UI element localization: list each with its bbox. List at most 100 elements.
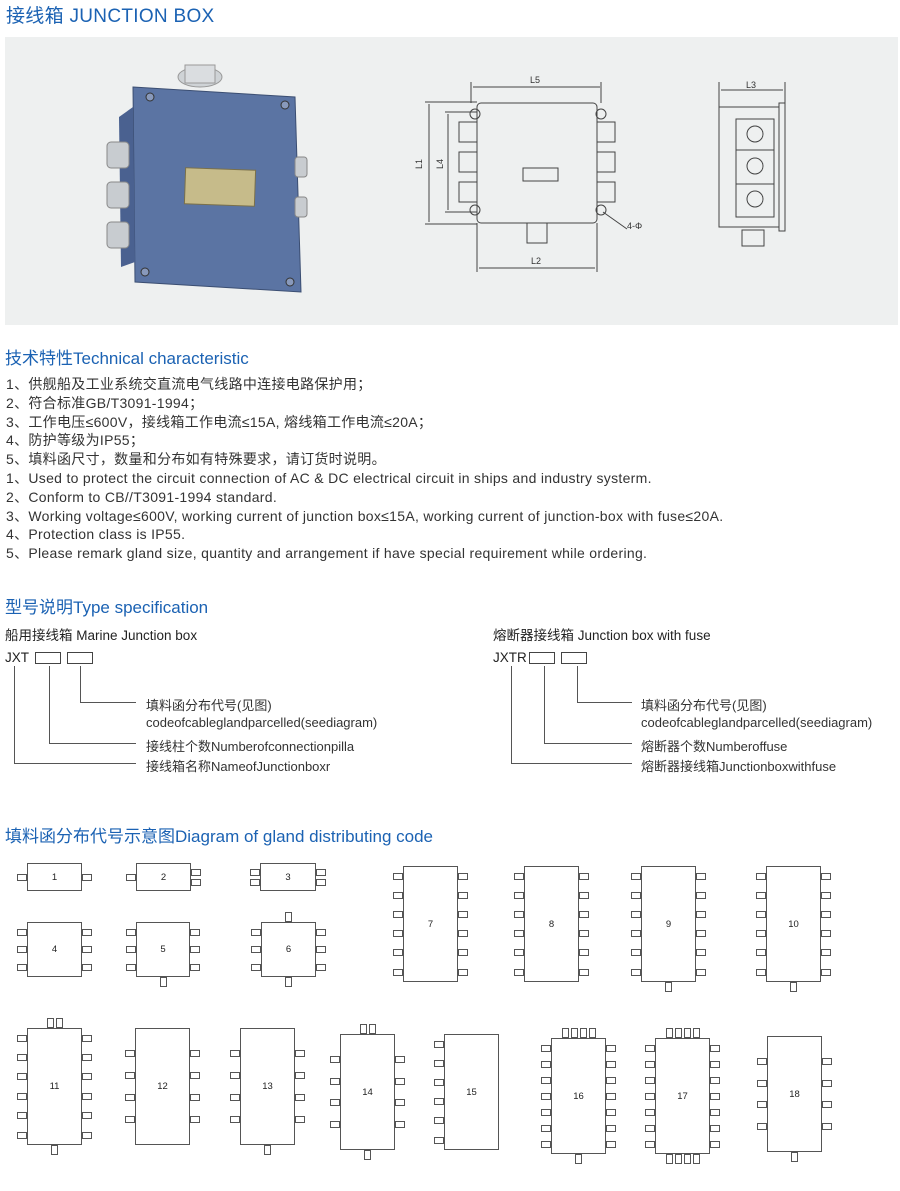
- marine-legend-gland-code-cn: 填料函分布代号(见图): [146, 698, 272, 713]
- gland-left: [757, 1101, 767, 1109]
- gland-right: [606, 1092, 616, 1100]
- gland-right: [316, 868, 326, 876]
- gland-bottom: [364, 1150, 371, 1160]
- fuse-title: 熔断器接线箱 Junction box with fuse: [493, 628, 711, 643]
- gland-top: [55, 1018, 63, 1028]
- dim-holes: 4-Φ: [627, 221, 642, 231]
- gland-diagram-heading: 填料函分布代号示意图Diagram of gland distributing …: [5, 827, 433, 846]
- dim-l2: L2: [531, 256, 541, 266]
- gland-right: [579, 968, 589, 976]
- gland-left: [756, 949, 766, 957]
- gland-right: [821, 930, 831, 938]
- gland-top: [570, 1028, 578, 1038]
- gland-left: [631, 891, 641, 899]
- gland-right: [606, 1044, 616, 1052]
- gland-right: [82, 1112, 92, 1120]
- product-panel: L5 L1 L4 L2 4-Φ L3: [5, 37, 898, 325]
- gland-right: [579, 949, 589, 957]
- gland-left: [645, 1060, 655, 1068]
- tech-line: 4、防护等级为IP55；: [6, 432, 145, 449]
- gland-bottom: [674, 1154, 682, 1164]
- gland-right: [82, 1034, 92, 1042]
- tech-line: 3、工作电压≤600V，接线箱工作电流≤15A, 熔线箱工作电流≤20A；: [6, 413, 433, 430]
- gland-left: [541, 1140, 551, 1148]
- gland-right: [696, 872, 706, 880]
- page-title: 接线箱 JUNCTION BOX: [6, 6, 215, 27]
- gland-top: [359, 1024, 367, 1034]
- tech-line: 3、Working voltage≤600V, working current …: [6, 507, 724, 524]
- gland-right: [82, 963, 92, 971]
- gland-right: [458, 949, 468, 957]
- gland-code-label: 9: [665, 918, 672, 930]
- gland-left: [631, 910, 641, 918]
- gland-right: [696, 930, 706, 938]
- tech-line: 4、Protection class is IP55.: [6, 526, 186, 543]
- gland-right: [822, 1122, 832, 1130]
- gland-right: [82, 873, 92, 881]
- gland-top: [46, 1018, 54, 1028]
- gland-left: [434, 1098, 444, 1106]
- fuse-legend-gland-code-en: codeofcableglandparcelled(seediagram): [641, 715, 873, 730]
- gland-right: [821, 891, 831, 899]
- gland-left: [541, 1108, 551, 1116]
- gland-code-box: 17: [655, 1038, 710, 1154]
- gland-left: [756, 910, 766, 918]
- gland-code-label: 1: [51, 871, 58, 883]
- gland-left: [541, 1044, 551, 1052]
- gland-bottom: [665, 982, 672, 992]
- gland-right: [190, 1050, 200, 1058]
- gland-bottom: [285, 977, 292, 987]
- gland-right: [316, 878, 326, 886]
- gland-top: [368, 1024, 376, 1034]
- dim-l1: L1: [414, 159, 424, 169]
- gland-right: [579, 910, 589, 918]
- gland-right: [710, 1092, 720, 1100]
- gland-left: [251, 946, 261, 953]
- dim-l4: L4: [435, 159, 445, 169]
- gland-right: [579, 930, 589, 938]
- gland-left: [393, 872, 403, 880]
- gland-left: [230, 1072, 240, 1080]
- gland-right: [458, 930, 468, 938]
- gland-left: [514, 930, 524, 938]
- gland-code-label: 12: [157, 1081, 168, 1092]
- gland-left: [250, 878, 260, 886]
- gland-left: [434, 1136, 444, 1144]
- tech-line: 1、供舰船及工业系统交直流电气线路中连接电路保护用；: [6, 376, 372, 392]
- gland-right: [82, 1073, 92, 1081]
- gland-left: [756, 968, 766, 976]
- gland-left: [541, 1076, 551, 1084]
- gland-right: [710, 1060, 720, 1068]
- gland-bottom: [683, 1154, 691, 1164]
- gland-left: [756, 872, 766, 880]
- marine-title: 船用接线箱 Marine Junction box: [5, 628, 198, 643]
- gland-left: [250, 868, 260, 876]
- gland-left: [230, 1050, 240, 1058]
- gland-code-label: 13: [262, 1081, 273, 1092]
- gland-left: [251, 963, 261, 971]
- gland-code-label: 18: [789, 1088, 800, 1100]
- gland-left: [631, 949, 641, 957]
- gland-right: [696, 910, 706, 918]
- gland-code-box: 13: [240, 1028, 295, 1145]
- gland-right: [395, 1056, 405, 1064]
- gland-right: [606, 1076, 616, 1084]
- gland-left: [541, 1092, 551, 1100]
- gland-left: [126, 963, 136, 971]
- gland-bottom: [790, 982, 797, 992]
- gland-left: [757, 1058, 767, 1066]
- gland-top: [665, 1028, 673, 1038]
- gland-code-box: 5: [136, 922, 190, 977]
- gland-left: [631, 930, 641, 938]
- gland-left: [393, 930, 403, 938]
- gland-right: [821, 910, 831, 918]
- gland-left: [757, 1122, 767, 1130]
- gland-left: [514, 872, 524, 880]
- gland-right: [710, 1140, 720, 1148]
- gland-left: [17, 1112, 27, 1120]
- gland-left: [17, 1053, 27, 1061]
- gland-right: [696, 891, 706, 899]
- gland-code-box: 18: [767, 1036, 822, 1152]
- gland-bottom: [692, 1154, 700, 1164]
